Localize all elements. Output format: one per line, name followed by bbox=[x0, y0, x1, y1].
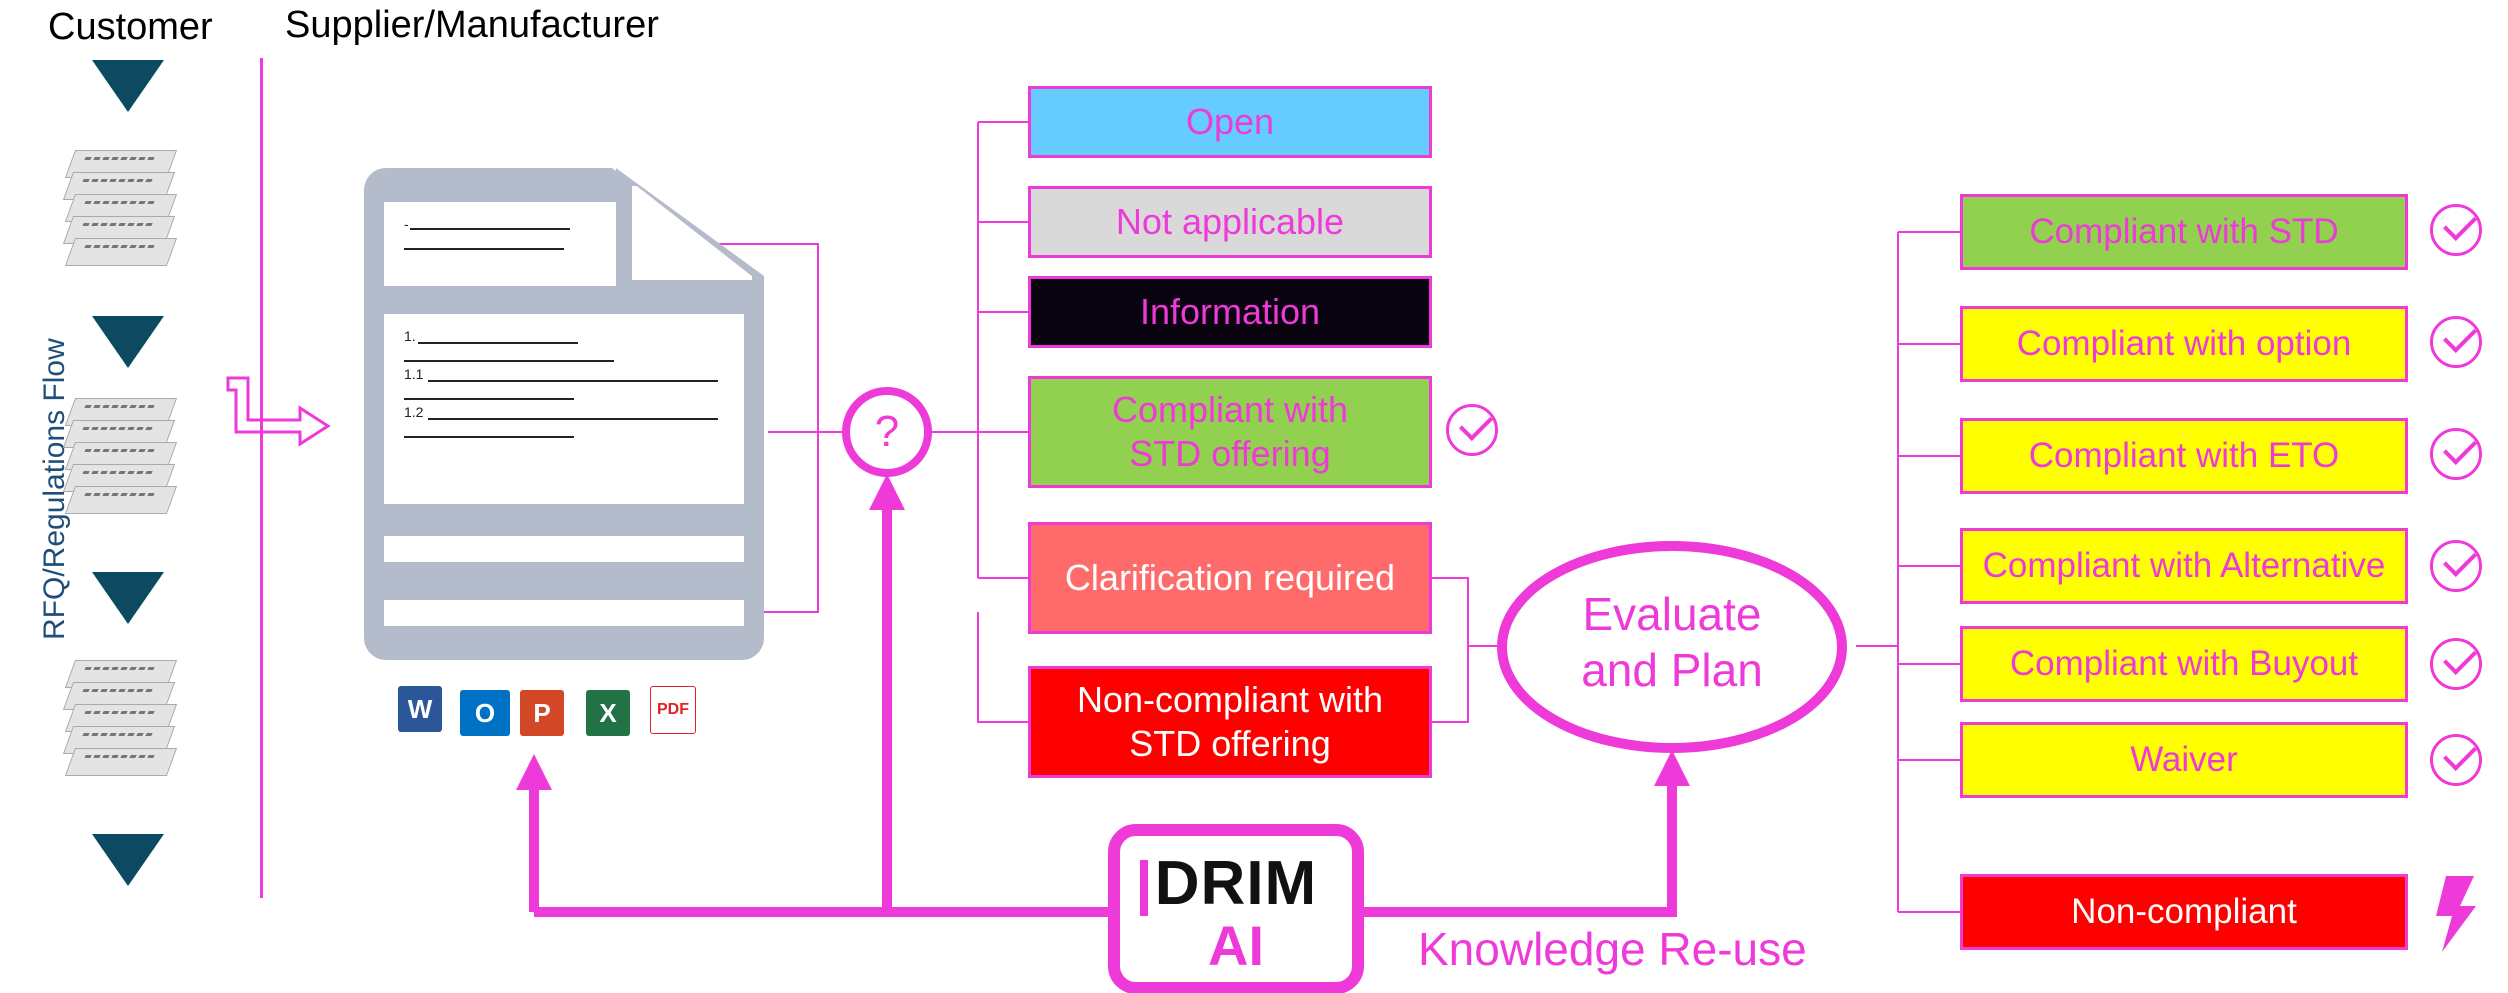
outlook-icon: O bbox=[460, 690, 510, 736]
result-compliant-option: Compliant with option bbox=[1960, 306, 2408, 382]
check-icon bbox=[2430, 734, 2482, 795]
lane-divider bbox=[260, 58, 263, 898]
result-non-compliant: Non-compliant bbox=[1960, 874, 2408, 950]
down-arrow-icon bbox=[92, 572, 164, 624]
powerpoint-icon: P bbox=[520, 690, 564, 736]
supplier-header: Supplier/Manufacturer bbox=[285, 4, 659, 46]
check-icon bbox=[2430, 540, 2482, 601]
status-open: Open bbox=[1028, 86, 1432, 158]
result-compliant-alternative: Compliant with Alternative bbox=[1960, 528, 2408, 604]
result-compliant-eto: Compliant with ETO bbox=[1960, 418, 2408, 494]
question-mark: ? bbox=[874, 407, 900, 456]
check-icon bbox=[1446, 404, 1498, 465]
result-compliant-std: Compliant with STD bbox=[1960, 194, 2408, 270]
pdf-icon: PDF bbox=[650, 686, 696, 734]
down-arrow-icon bbox=[92, 834, 164, 886]
inflow-arrow-icon bbox=[226, 376, 331, 447]
check-icon bbox=[2430, 204, 2482, 265]
check-icon bbox=[2430, 316, 2482, 377]
status-clarification: Clarification required bbox=[1028, 522, 1432, 634]
down-arrow-icon bbox=[92, 60, 164, 112]
check-icon bbox=[2430, 638, 2482, 699]
knowledge-reuse-label: Knowledge Re-use bbox=[1418, 923, 1807, 975]
excel-icon: X bbox=[586, 690, 630, 736]
word-icon: W bbox=[398, 686, 442, 732]
lightning-icon bbox=[2436, 876, 2476, 952]
status-not-applicable: Not applicable bbox=[1028, 186, 1432, 258]
result-compliant-buyout: Compliant with Buyout bbox=[1960, 626, 2408, 702]
check-icon bbox=[2430, 428, 2482, 489]
status-non-compliant-std: Non-compliant with STD offering bbox=[1028, 666, 1432, 778]
evaluate-plan: Evaluate and Plan bbox=[1581, 588, 1763, 696]
down-arrow-icon bbox=[92, 316, 164, 368]
customer-header: Customer bbox=[48, 6, 213, 48]
status-compliant-std: Compliant with STD offering bbox=[1028, 376, 1432, 488]
logo-ai: AI bbox=[1208, 914, 1264, 977]
logo-drim: DRIM bbox=[1154, 849, 1318, 918]
result-waiver: Waiver bbox=[1960, 722, 2408, 798]
status-information: Information bbox=[1028, 276, 1432, 348]
